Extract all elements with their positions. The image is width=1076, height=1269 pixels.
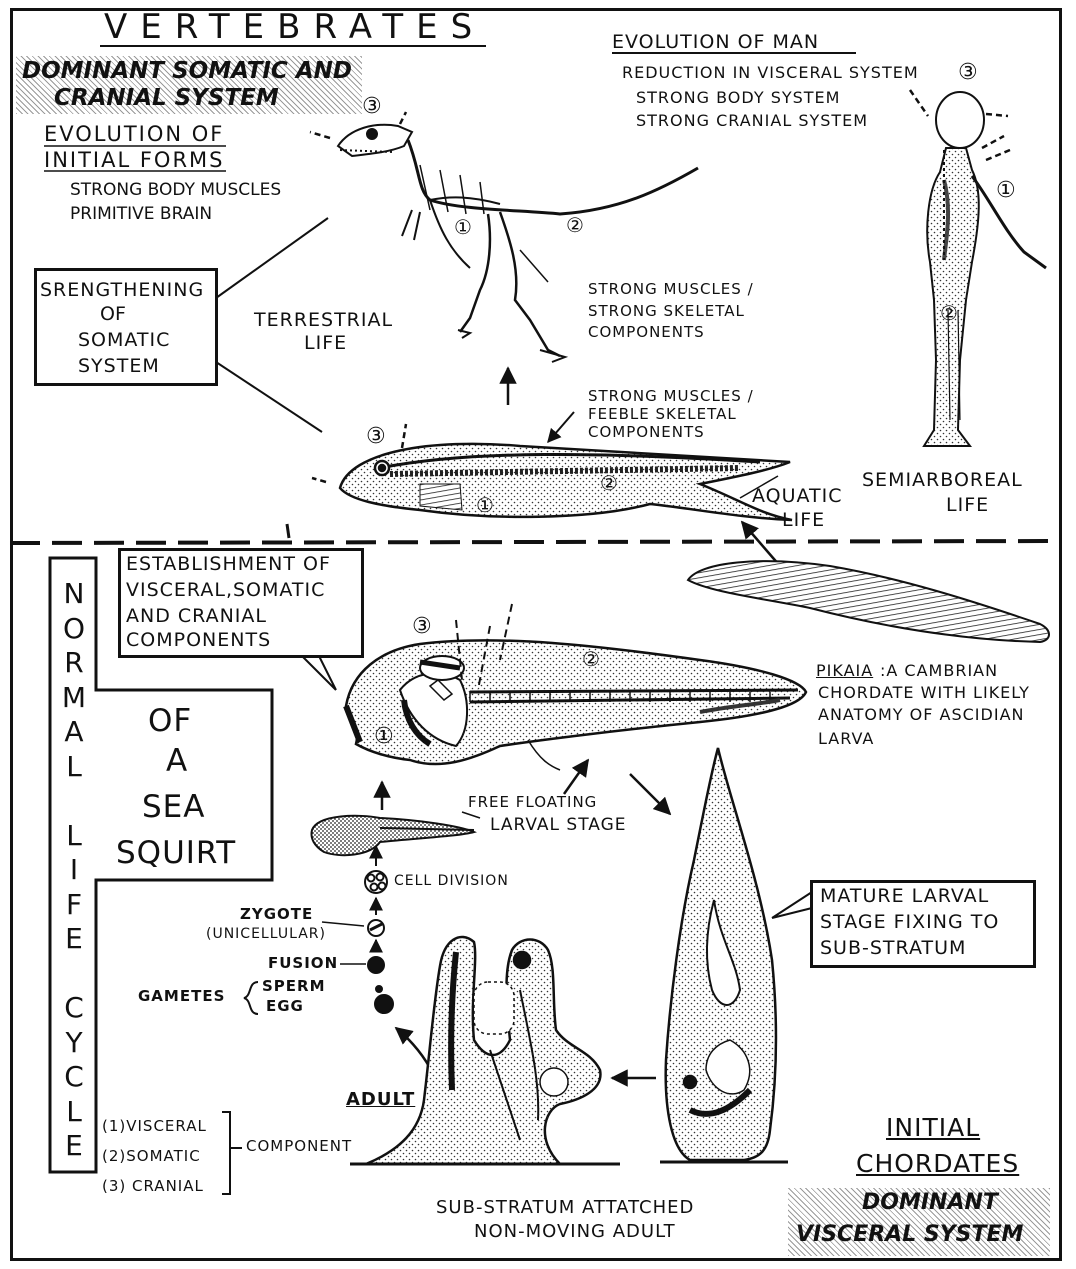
adult-sea-squirt — [350, 937, 620, 1164]
pikaia-desc-1: :A CAMBRIAN — [880, 662, 998, 680]
free-floating-line1: FREE FLOATING — [468, 794, 597, 811]
dominant-visceral-line2: VISCERAL SYSTEM — [796, 1222, 1023, 1247]
small-larva-drawing — [312, 816, 475, 855]
establishment-line3: AND CRANIAL — [126, 606, 267, 628]
side-title-letter: L — [58, 820, 90, 852]
initial-chordates-line1: INITIAL — [886, 1114, 980, 1143]
aquatic-line2: LIFE — [782, 510, 825, 532]
mature-line2: STAGE FIXING TO — [820, 912, 999, 934]
side-title-letter: F — [58, 889, 90, 921]
strong-strong-2: STRONG SKELETAL — [588, 303, 745, 320]
of-sea-squirt-line2: A — [166, 744, 187, 780]
cell-division-label: CELL DIVISION — [394, 873, 509, 889]
side-title-letter: A — [58, 716, 90, 748]
marker-cranial-fish: ③ — [366, 424, 386, 449]
establishment-line1: ESTABLISHMENT OF — [126, 554, 331, 576]
establishment-line4: COMPONENTS — [126, 630, 271, 652]
evolution-of-man-title: EVOLUTION OF MAN — [612, 32, 819, 54]
strong-feeble-2: FEEBLE SKELETAL — [588, 406, 737, 423]
component-somatic: (2)SOMATIC — [102, 1148, 201, 1165]
marker-visceral-fish: ① — [476, 494, 494, 517]
side-title-letter: N — [58, 578, 90, 610]
strong-strong-1: STRONG MUSCLES / — [588, 281, 754, 298]
side-title-letter: E — [58, 923, 90, 955]
gametes-label: GAMETES — [138, 988, 225, 1005]
era-divider — [10, 541, 1062, 543]
free-floating-line2: LARVAL STAGE — [490, 816, 627, 836]
pikaia-drawing — [688, 561, 1049, 642]
man-trait-1: REDUCTION IN VISCERAL SYSTEM — [622, 64, 919, 82]
strong-strong-3: COMPONENTS — [588, 324, 705, 341]
egg-label: EGG — [266, 998, 304, 1015]
initial-chordates-line2: CHORDATES — [856, 1150, 1019, 1179]
vertebrates-title: VERTEBRATES — [104, 8, 485, 47]
pikaia-desc-3: ANATOMY OF ASCIDIAN — [818, 706, 1024, 724]
cell-stages — [365, 871, 393, 1013]
man-trait-3: STRONG CRANIAL SYSTEM — [636, 112, 868, 130]
component-cranial: (3) CRANIAL — [102, 1178, 204, 1195]
initial-forms-line1: EVOLUTION OF — [44, 122, 224, 146]
aquatic-line1: AQUATIC — [752, 486, 843, 508]
pikaia-desc-2: CHORDATE WITH LIKELY — [818, 684, 1030, 702]
of-sea-squirt-line3: SEA — [142, 790, 205, 826]
marker-visceral-dinosaur: ① — [454, 216, 472, 239]
man-trait-2: STRONG BODY SYSTEM — [636, 89, 840, 107]
terrestrial-line1: TERRESTRIAL — [254, 310, 393, 332]
side-title-letter: M — [58, 682, 90, 714]
marker-somatic-fish: ② — [600, 472, 618, 495]
dominant-somatic-line1: DOMINANT SOMATIC AND — [22, 58, 352, 84]
side-title-letter: O — [58, 613, 90, 645]
component-visceral: (1)VISCERAL — [102, 1118, 207, 1135]
strengthening-line4: SYSTEM — [78, 356, 160, 378]
side-title-letter: Y — [58, 1027, 90, 1059]
dominant-visceral-line1: DOMINANT — [862, 1190, 998, 1215]
terrestrial-line2: LIFE — [304, 333, 347, 355]
side-title-letter: L — [58, 751, 90, 783]
side-title-letter: C — [58, 992, 90, 1024]
marker-somatic-larva: ② — [582, 648, 600, 671]
mature-larva — [660, 748, 788, 1162]
side-title-letter: E — [58, 1130, 90, 1162]
component-label: COMPONENT — [246, 1138, 352, 1155]
semiarboreal-line2: LIFE — [946, 495, 989, 517]
marker-cranial-man: ③ — [958, 60, 978, 85]
semiarboreal-line1: SEMIARBOREAL — [862, 470, 1023, 492]
marker-somatic-man: ② — [940, 302, 958, 325]
mature-line3: SUB-STRATUM — [820, 938, 966, 960]
of-sea-squirt-line1: OF — [148, 704, 192, 740]
fusion-label: FUSION — [268, 955, 338, 972]
marker-cranial-larva: ③ — [412, 614, 432, 639]
marker-somatic-dinosaur: ② — [566, 214, 584, 237]
side-title-letter: R — [58, 647, 90, 679]
mature-line1: MATURE LARVAL — [820, 886, 989, 908]
marker-cranial-dinosaur: ③ — [362, 94, 382, 119]
human-figure — [910, 90, 1046, 446]
adult-label: ADULT — [346, 1090, 415, 1111]
dominant-somatic-line2: CRANIAL SYSTEM — [54, 85, 279, 111]
zygote-label: ZYGOTE — [240, 906, 313, 923]
of-sea-squirt-line4: SQUIRT — [116, 836, 236, 872]
substratum-line2: NON-MOVING ADULT — [474, 1222, 676, 1243]
initial-trait-2: PRIMITIVE BRAIN — [70, 205, 212, 225]
substratum-line1: SUB-STRATUM ATTATCHED — [436, 1198, 694, 1219]
side-title-letter: I — [58, 854, 90, 886]
pikaia-desc-4: LARVA — [818, 730, 874, 748]
sperm-label: SPERM — [262, 978, 326, 995]
zygote-sublabel: (UNICELLULAR) — [206, 926, 326, 942]
initial-trait-1: STRONG BODY MUSCLES — [70, 181, 281, 201]
strengthening-line2: OF — [100, 304, 126, 326]
pikaia-name: PIKAIA — [816, 662, 873, 680]
marker-visceral-larva: ① — [374, 724, 394, 749]
strong-feeble-1: STRONG MUSCLES / — [588, 388, 754, 405]
side-title-letter: L — [58, 1096, 90, 1128]
establishment-line2: VISCERAL,SOMATIC — [126, 580, 325, 602]
marker-visceral-man: ① — [996, 178, 1016, 203]
strengthening-line1: SRENGTHENING — [40, 280, 204, 302]
initial-forms-line2: INITIAL FORMS — [44, 148, 225, 172]
side-title-letter: C — [58, 1061, 90, 1093]
strengthening-line3: SOMATIC — [78, 330, 170, 352]
strong-feeble-3: COMPONENTS — [588, 424, 705, 441]
